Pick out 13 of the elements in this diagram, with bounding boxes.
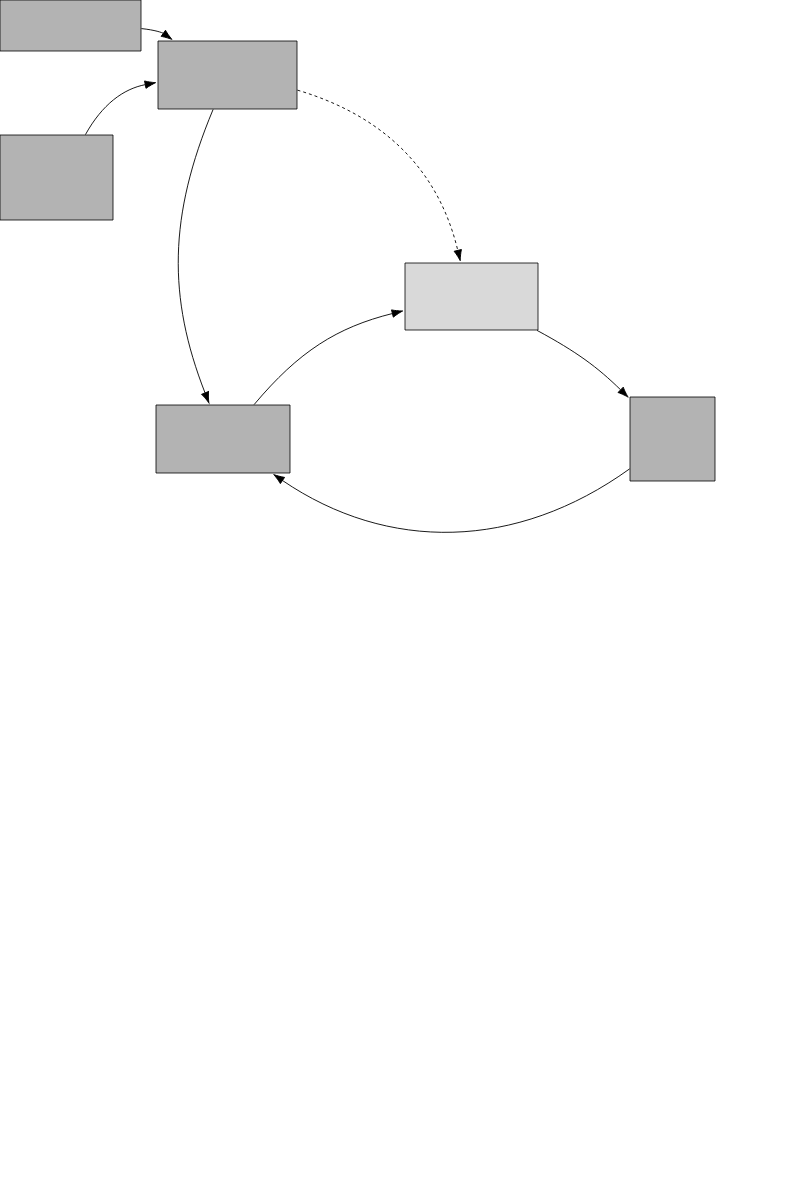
process-box [404, 262, 539, 331]
process-box [157, 40, 298, 110]
arrow [85, 80, 157, 136]
arrow [296, 89, 462, 262]
arrow [253, 309, 404, 406]
arrow [536, 329, 629, 398]
arrow [273, 468, 631, 533]
process-box [0, 134, 114, 221]
arrow [140, 28, 173, 40]
process-box [155, 404, 291, 474]
arrow [177, 108, 214, 404]
process-box [0, 0, 142, 52]
process-box [629, 396, 716, 482]
